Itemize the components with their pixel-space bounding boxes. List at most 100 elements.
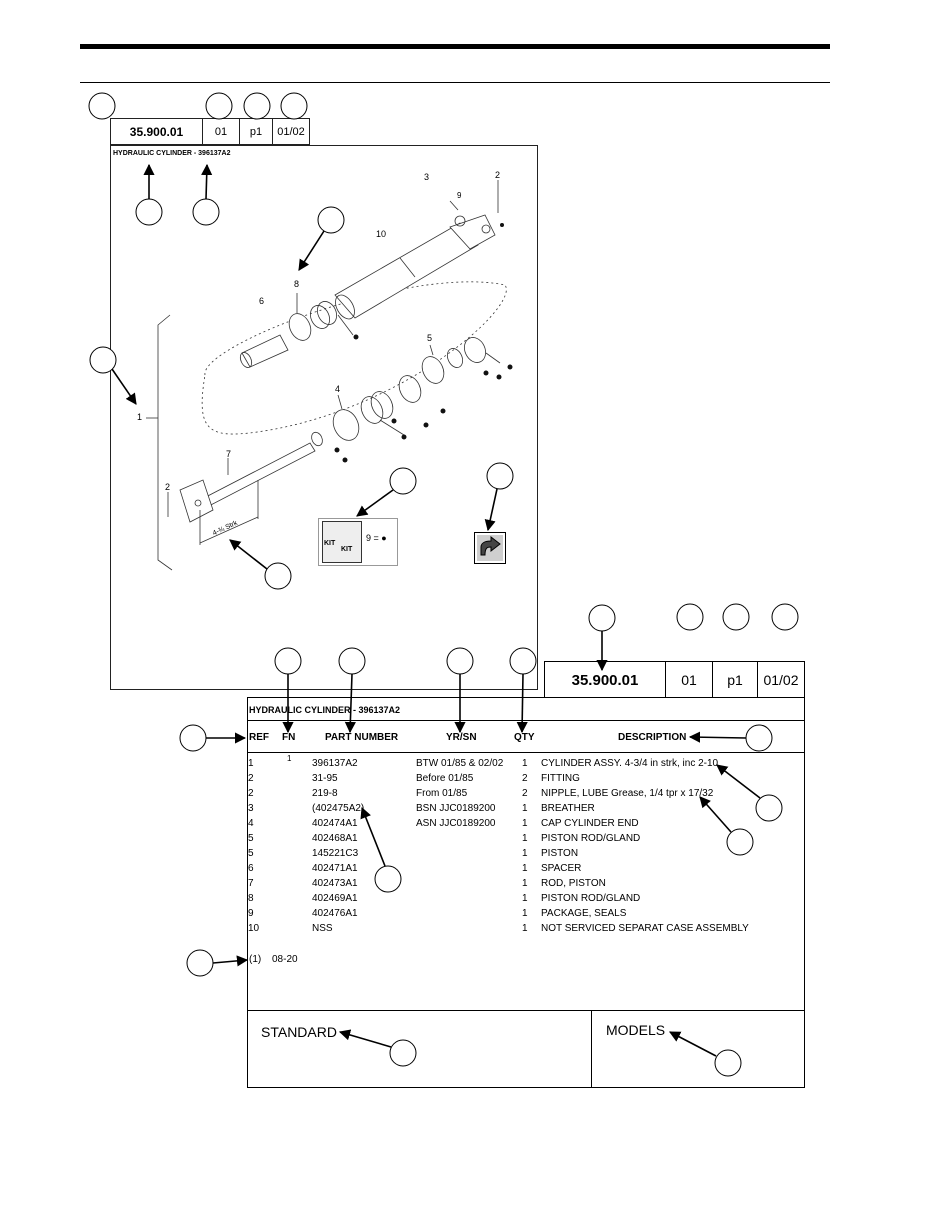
cylinder-tube (334, 222, 479, 319)
callout-circle (186, 949, 214, 977)
table-row-qty: 1 (522, 878, 528, 889)
table-row-ref: 7 (248, 878, 254, 889)
table-row-part: 31-95 (312, 773, 338, 784)
table-row-ref: 5 (248, 848, 254, 859)
table-row-part: NSS (312, 923, 333, 934)
standard-label: STANDARD (261, 1024, 337, 1040)
callout-circle (771, 603, 799, 631)
table-row-desc: PISTON (541, 848, 579, 859)
part-label-10: 10 (376, 229, 387, 239)
table-row-fn: 1 (287, 754, 292, 763)
callout-circle (179, 724, 207, 752)
header-fn: FN (282, 732, 296, 743)
table-row-desc: NIPPLE, LUBE Grease, 1/4 tpr x 17/32 (541, 788, 714, 799)
table-row-ref: 2 (248, 788, 254, 799)
header-qty: QTY (514, 732, 535, 743)
cylinder-clevis (449, 214, 496, 250)
part-label-1: 1 (137, 412, 143, 422)
title-divider (247, 720, 805, 721)
part-label-5: 5 (427, 333, 433, 343)
table-row-ref: 1 (248, 758, 254, 769)
models-label: MODELS (606, 1022, 666, 1038)
header-divider (247, 752, 805, 753)
chart-section-number: 35.900.01 (544, 661, 666, 699)
table-row-qty: 2 (522, 788, 528, 799)
table-row-yrsn: BTW 01/85 & 02/02 (416, 758, 504, 769)
footer-column-divider (591, 1010, 592, 1088)
sheet-section-number: 35.900.01 (110, 118, 203, 145)
table-row-part: 402471A1 (312, 863, 358, 874)
table-row-ref: 3 (248, 803, 254, 814)
col-yr-sn: BTW 01/85 & 02/02 Before 01/85 From 01/8… (416, 756, 503, 831)
table-row-qty: 1 (522, 833, 528, 844)
kit-equation: 9 = ● (366, 533, 387, 543)
top-thin-rule (80, 82, 830, 83)
table-row-qty: 1 (522, 803, 528, 814)
table-row-qty: 1 (522, 863, 528, 874)
table-row-ref: 9 (248, 908, 254, 919)
table-row-ref: 10 (248, 923, 260, 934)
table-row-desc: SPACER (541, 863, 582, 874)
table-row-desc: CAP CYLINDER END (541, 818, 639, 829)
sheet-field-3: 01/02 (272, 118, 310, 145)
table-row-desc: NOT SERVICED SEPARAT CASE ASSEMBLY (541, 923, 749, 934)
header-yr-sn: YR/SN (446, 732, 477, 743)
header-ref: REF (249, 732, 269, 743)
chart-field-1: 01 (665, 661, 713, 699)
table-row-ref: 2 (248, 773, 254, 784)
table-row-desc: BREATHER (541, 803, 595, 814)
exploded-cylinder-diagram (146, 180, 513, 571)
col-part-number: 396137A2 31-95 219-8 (402475A2) 402474A1… (312, 756, 364, 936)
part-label-9: 9 (457, 191, 462, 200)
callout-circle (205, 92, 233, 120)
top-thick-rule (80, 44, 830, 49)
kit-label-left: KIT (324, 540, 336, 547)
callout-circle (88, 92, 116, 120)
table-row-part: 219-8 (312, 788, 338, 799)
table-row-qty: 1 (522, 848, 528, 859)
table-row-part: 402473A1 (312, 878, 358, 889)
table-row-part: 402468A1 (312, 833, 358, 844)
kit-label-right: KIT (341, 546, 353, 553)
gland-part (288, 313, 312, 341)
part-label-6: 6 (259, 296, 265, 306)
table-row-yrsn: From 01/85 (416, 788, 468, 799)
header-description: DESCRIPTION (618, 732, 687, 743)
callout-circle (243, 92, 271, 120)
table-row-desc: PISTON ROD/GLAND (541, 833, 641, 844)
part-label-2-top: 2 (495, 170, 501, 180)
table-row-ref: 5 (248, 833, 254, 844)
table-row-desc: FITTING (541, 773, 580, 784)
table-row-part: 402476A1 (312, 908, 358, 919)
continuation-arrow-icon (474, 532, 506, 564)
table-row-qty: 2 (522, 773, 528, 784)
sheet-field-2: p1 (239, 118, 273, 145)
table-row-desc: PISTON ROD/GLAND (541, 893, 641, 904)
table-row-part: 402469A1 (312, 893, 358, 904)
table-row-yrsn: ASN JJC0189200 (416, 818, 496, 829)
table-row-part: 402474A1 (312, 818, 358, 829)
assembly-bracket (157, 314, 173, 571)
table-row-ref: 6 (248, 863, 254, 874)
col-qty: 1 2 2 1 1 1 1 1 1 1 1 1 (522, 756, 528, 936)
part-label-4: 4 (335, 384, 341, 394)
cap-end-part (332, 409, 360, 441)
part-label-7: 7 (226, 449, 232, 459)
part-label-2-bottom: 2 (165, 482, 171, 492)
footnote-ref: (1) (249, 954, 262, 965)
table-row-part: (402475A2) (312, 803, 365, 814)
table-row-part: 145221C3 (312, 848, 359, 859)
kit-icon: KIT KIT (322, 521, 362, 563)
table-row-desc: PACKAGE, SEALS (541, 908, 627, 919)
sheet-title: HYDRAULIC CYLINDER - 396137A2 (113, 150, 231, 157)
col-description: CYLINDER ASSY. 4-3/4 in strk, inc 2-10 F… (541, 756, 749, 936)
chart-title: HYDRAULIC CYLINDER - 396137A2 (249, 705, 401, 715)
part-label-8: 8 (294, 279, 300, 289)
table-row-qty: 1 (522, 923, 528, 934)
table-row-qty: 1 (522, 818, 528, 829)
footnote-text: 08-20 (272, 954, 298, 965)
table-row-ref: 4 (248, 818, 254, 829)
spacer-part (241, 334, 289, 368)
part-label-3: 3 (424, 172, 430, 182)
header-part-number: PART NUMBER (325, 732, 399, 743)
